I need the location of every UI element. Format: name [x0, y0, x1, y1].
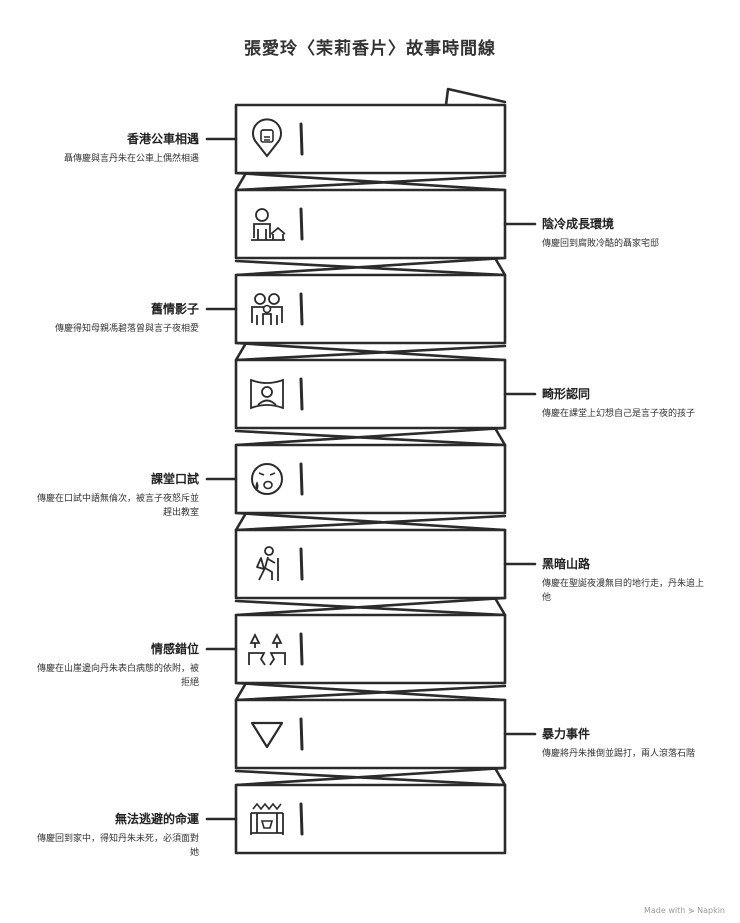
event-heading: 暴力事件: [542, 727, 591, 741]
panel-divider: [299, 122, 304, 156]
event-heading: 畸形認同: [542, 387, 591, 401]
page-title: 張愛玲〈茉莉香片〉故事時間線: [244, 39, 496, 59]
event-panel: [234, 698, 507, 770]
event-panel: [234, 613, 507, 685]
event-panel: [234, 443, 507, 515]
event-heading: 舊情影子: [150, 302, 199, 316]
event-panel: [234, 528, 507, 600]
timeline-event-4: [234, 358, 537, 430]
ribbon-fold: [234, 596, 507, 617]
ribbon-fold: [234, 341, 507, 362]
event-panel: [234, 188, 507, 260]
family-icon: [251, 293, 283, 325]
timeline-event-9: [205, 783, 507, 855]
trap-icon: [250, 802, 284, 835]
event-description: 聶傳慶與言丹朱在公車上偶然相遇: [63, 154, 199, 164]
crying-face-icon: [251, 463, 283, 495]
event-heading: 情感錯位: [150, 642, 199, 656]
portrait-pin-icon: [252, 118, 282, 158]
napkin-watermark: Made with ⋟ Napkin: [644, 906, 725, 915]
triangle-down-icon: [250, 721, 284, 749]
timeline-event-6: [234, 528, 537, 600]
panel-divider: [299, 207, 304, 241]
event-panel: [234, 273, 507, 345]
ribbon-fold: [234, 511, 507, 532]
event-description: 傳慶回到家中，得知丹朱未死，必須面對她: [36, 834, 199, 858]
timeline-event-1: [205, 103, 507, 175]
event-panel: [234, 783, 507, 855]
event-heading: 課堂口試: [150, 472, 199, 486]
timeline-event-7: [205, 613, 507, 685]
event-description: 傳慶在山崖邊向丹朱表白病態的依附，被拒絕: [36, 664, 199, 688]
event-heading: 黑暗山路: [542, 557, 591, 571]
event-panel: [234, 103, 507, 175]
event-description: 傳慶在聖誕夜漫無目的地行走，丹朱追上他: [542, 579, 705, 603]
event-description: 傳慶在課堂上幻想自己是言子夜的孩子: [542, 409, 696, 419]
event-description: 傳慶回到腐敗冷酷的聶家宅邸: [542, 239, 660, 249]
panel-divider: [299, 462, 304, 496]
event-description: 傳慶在口試中語無倫次，被言子夜怒斥並趕出教室: [36, 494, 199, 518]
timeline-event-3: [205, 273, 507, 345]
event-description: 傳慶將丹朱推倒並踢打，兩人滾落石階: [542, 749, 696, 759]
ribbon-fold: [234, 426, 507, 447]
panel-divider: [299, 292, 304, 326]
event-description: 傳慶得知母親馮碧落曾與言子夜相愛: [54, 324, 199, 334]
ribbon-fold: [234, 171, 507, 192]
timeline-event-8: [234, 698, 537, 770]
panel-divider: [299, 802, 304, 836]
event-heading: 陰冷成長環境: [542, 217, 615, 231]
ribbon-top-flap: [444, 87, 507, 107]
panel-divider: [299, 547, 304, 581]
timeline-event-5: [205, 443, 507, 515]
broken-ground-icon: [248, 632, 286, 666]
event-heading: 香港公車相遇: [126, 132, 199, 146]
ribbon-fold: [234, 256, 507, 277]
ribbon-fold: [234, 766, 507, 787]
person-frame-icon: [250, 378, 284, 410]
event-heading: 無法逃避的命運: [114, 812, 199, 826]
person-house-icon: [251, 208, 286, 241]
panel-divider: [299, 377, 304, 411]
panel-divider: [299, 632, 304, 666]
event-panel: [234, 358, 507, 430]
timeline-event-2: [234, 188, 537, 260]
ribbon-fold: [234, 681, 507, 702]
hiker-icon: [256, 546, 279, 581]
panel-divider: [299, 717, 304, 751]
